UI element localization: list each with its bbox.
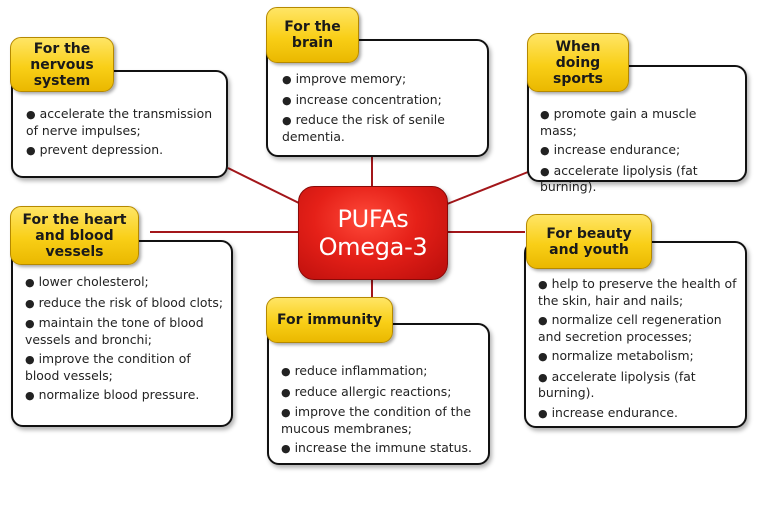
- bullet-icon: ●: [538, 350, 548, 363]
- bullet-icon: ●: [282, 73, 292, 86]
- list-item: ●maintain the tone of blood vessels and …: [25, 315, 223, 347]
- list-sports: ●promote gain a muscle mass;●increase en…: [540, 106, 737, 195]
- bullet-icon: ●: [538, 406, 548, 420]
- label-brain-text: For the brain: [284, 19, 341, 51]
- list-item-text: accelerate lipolysis (fat burning).: [538, 368, 696, 401]
- list-item-text: normalize metabolism;: [551, 348, 694, 363]
- bullet-icon: ●: [26, 144, 36, 157]
- list-item-text: prevent depression.: [39, 142, 164, 157]
- list-item: ●reduce the risk of blood clots;: [25, 295, 223, 312]
- list-item-text: accelerate lipolysis (fat burning).: [540, 162, 698, 195]
- list-item-text: normalize cell regeneration and secretio…: [538, 312, 722, 344]
- list-item-text: improve the condition of the mucous memb…: [281, 404, 472, 436]
- bullet-icon: ●: [282, 93, 292, 107]
- bullet-icon: ●: [540, 108, 550, 121]
- list-item: ●help to preserve the health of the skin…: [538, 276, 737, 308]
- list-item-text: normalize blood pressure.: [38, 387, 200, 402]
- connector-nervous: [227, 167, 306, 207]
- list-item: ●normalize metabolism;: [538, 348, 737, 365]
- label-beauty-youth: For beauty and youth: [526, 214, 652, 269]
- box-beauty-youth: ●help to preserve the health of the skin…: [524, 241, 747, 428]
- list-item: ●improve the condition of the mucous mem…: [281, 404, 482, 436]
- bullet-icon: ●: [538, 314, 548, 327]
- list-beauty-youth: ●help to preserve the health of the skin…: [538, 276, 737, 421]
- list-item: ●reduce allergic reactions;: [281, 384, 482, 401]
- list-heart-blood-vessels: ●lower cholesterol;●reduce the risk of b…: [25, 274, 223, 404]
- list-item: ●accelerate the transmission of nerve im…: [26, 106, 216, 138]
- label-heart-blood-vessels: For the heart and blood vessels: [10, 206, 139, 265]
- bullet-icon: ●: [540, 144, 550, 157]
- list-item: ●normalize blood pressure.: [25, 387, 223, 404]
- list-item: ●promote gain a muscle mass;: [540, 106, 737, 138]
- bullet-icon: ●: [25, 317, 35, 330]
- label-heart-blood-vessels-text: For the heart and blood vessels: [22, 211, 127, 260]
- list-item-text: promote gain a muscle mass;: [540, 106, 697, 138]
- list-item-text: reduce allergic reactions;: [294, 383, 452, 399]
- list-item: ●increase endurance;: [540, 142, 737, 159]
- bullet-icon: ●: [25, 353, 35, 366]
- connector-sports: [441, 171, 529, 207]
- center-node-pufas-omega3: PUFAs Omega-3: [298, 186, 448, 280]
- box-immunity: ●reduce inflammation;●reduce allergic re…: [267, 323, 490, 465]
- list-item-text: increase endurance.: [551, 404, 678, 420]
- list-item-text: increase concentration;: [295, 91, 442, 107]
- list-item-text: accelerate the transmission of nerve imp…: [26, 106, 213, 138]
- list-item: ●reduce inflammation;: [281, 363, 482, 380]
- label-sports-text: When doing sports: [553, 38, 603, 87]
- list-item: ●normalize cell regeneration and secreti…: [538, 312, 737, 344]
- list-item: ●lower cholesterol;: [25, 274, 223, 291]
- list-item: ●accelerate lipolysis (fat burning).: [538, 369, 737, 401]
- label-nervous-system-text: For the nervous system: [30, 40, 94, 89]
- bullet-icon: ●: [281, 406, 291, 419]
- label-nervous-system: For the nervous system: [10, 37, 114, 92]
- list-item-text: reduce inflammation;: [294, 363, 428, 378]
- list-item: ●prevent depression.: [26, 142, 216, 159]
- list-item-text: increase endurance;: [553, 142, 681, 157]
- list-item: ●increase the immune status.: [281, 440, 482, 457]
- list-item: ●reduce the risk of senile dementia.: [282, 112, 477, 144]
- list-item-text: lower cholesterol;: [38, 274, 149, 289]
- list-item: ●increase concentration;: [282, 92, 477, 109]
- list-item-text: reduce the risk of senile dementia.: [282, 112, 445, 144]
- list-item: ●improve memory;: [282, 71, 477, 88]
- label-brain: For the brain: [266, 7, 359, 63]
- bullet-icon: ●: [25, 389, 35, 402]
- label-sports: When doing sports: [527, 33, 629, 92]
- list-brain: ●improve memory;●increase concentration;…: [282, 71, 477, 144]
- list-item: ●increase endurance.: [538, 405, 737, 422]
- bullet-icon: ●: [25, 296, 35, 310]
- bullet-icon: ●: [281, 442, 291, 455]
- bullet-icon: ●: [26, 108, 36, 121]
- list-item-text: improve the condition of blood vessels;: [25, 351, 191, 383]
- list-item-text: reduce the risk of blood clots;: [38, 294, 224, 310]
- bullet-icon: ●: [25, 276, 35, 289]
- center-title-line1: PUFAs: [337, 205, 409, 233]
- list-item: ●accelerate lipolysis (fat burning).: [540, 163, 737, 195]
- list-item-text: improve memory;: [295, 71, 407, 86]
- label-immunity-text: For immunity: [277, 312, 382, 328]
- bullet-icon: ●: [538, 370, 548, 384]
- list-immunity: ●reduce inflammation;●reduce allergic re…: [281, 363, 482, 457]
- list-item: ●improve the condition of blood vessels;: [25, 351, 223, 383]
- bullet-icon: ●: [540, 164, 550, 178]
- bullet-icon: ●: [282, 114, 292, 127]
- bullet-icon: ●: [538, 278, 548, 291]
- label-beauty-youth-text: For beauty and youth: [546, 225, 632, 258]
- list-item-text: maintain the tone of blood vessels and b…: [25, 315, 204, 347]
- label-immunity: For immunity: [266, 297, 393, 343]
- bullet-icon: ●: [281, 365, 291, 378]
- bullet-icon: ●: [281, 385, 291, 399]
- list-nervous-system: ●accelerate the transmission of nerve im…: [26, 106, 216, 159]
- box-heart-blood-vessels: ●lower cholesterol;●reduce the risk of b…: [11, 240, 233, 427]
- center-title-line2: Omega-3: [318, 233, 428, 261]
- list-item-text: increase the immune status.: [294, 440, 472, 455]
- list-item-text: help to preserve the health of the skin,…: [538, 276, 737, 308]
